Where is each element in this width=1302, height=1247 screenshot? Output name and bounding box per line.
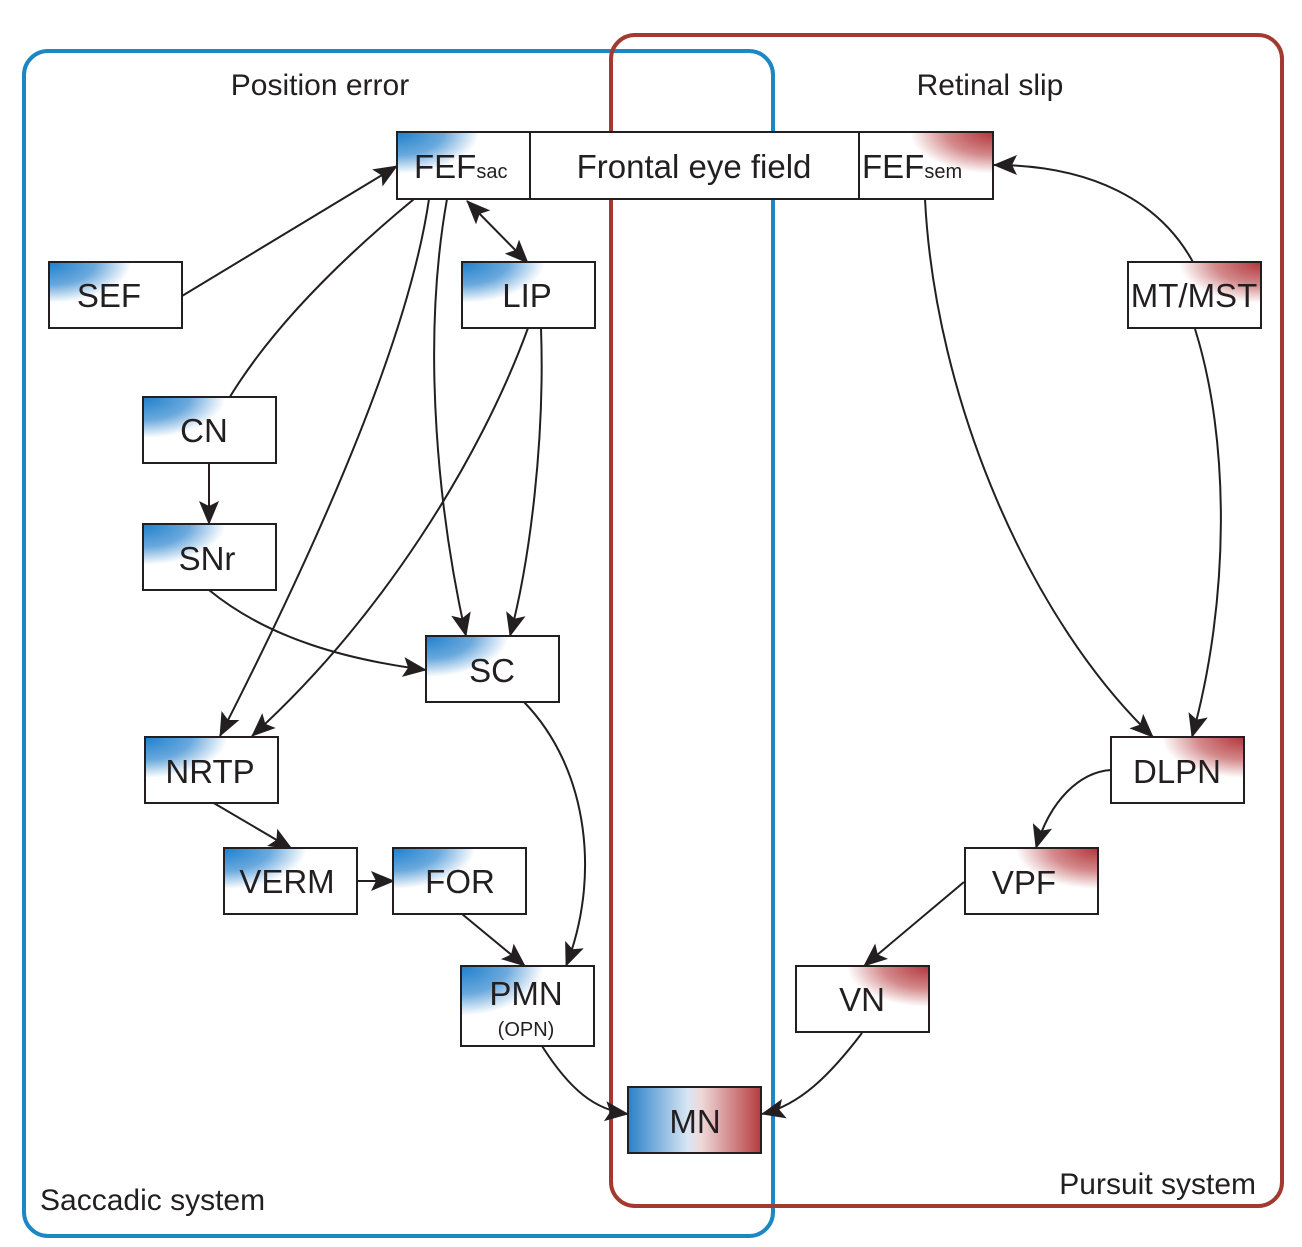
vpf-label: VPF [992, 864, 1056, 901]
node-cn[interactable]: CN [142, 396, 277, 464]
node-sef[interactable]: SEF [48, 261, 183, 329]
pursuit-system-label: Pursuit system [1059, 1168, 1256, 1201]
node-mtmst[interactable]: MT/MST [1127, 261, 1262, 329]
for-label: FOR [425, 863, 495, 900]
verm-label: VERM [239, 863, 334, 900]
mtmst-label: MT/MST [1131, 277, 1257, 314]
node-verm[interactable]: VERM [223, 847, 358, 915]
edge-fefsac-lip [466, 200, 529, 264]
edge-fefsac-to-sc [433, 198, 471, 637]
node-snr[interactable]: SNr [142, 523, 277, 591]
edge-dlpn-to-vpf [1032, 769, 1112, 849]
edge-vpf-to-vn [863, 881, 965, 967]
node-vn[interactable]: VN [795, 965, 930, 1033]
edge-fefsem-to-dlpn [924, 198, 1154, 738]
edge-mtmst-to-dlpn [1188, 328, 1222, 738]
cn-label: CN [180, 412, 228, 449]
frontal-eye-field-label: Frontal eye field [577, 148, 812, 185]
edge-sc-to-pmn [523, 701, 586, 967]
node-fefsem[interactable] [858, 131, 994, 200]
node-dlpn[interactable]: DLPN [1110, 736, 1245, 804]
edge-for-to-pmn [461, 913, 526, 967]
nrtp-label: NRTP [165, 753, 254, 790]
retinal-slip-label: Retinal slip [917, 69, 1064, 102]
node-sc[interactable]: SC [425, 635, 560, 703]
pursuit-system-region [609, 33, 1284, 1208]
mn-label: MN [669, 1103, 720, 1140]
snr-label: SNr [179, 540, 236, 577]
saccadic-system-label: Saccadic system [40, 1184, 265, 1217]
node-mn[interactable]: MN [627, 1086, 762, 1154]
node-for[interactable]: FOR [392, 847, 527, 915]
vn-label: VN [839, 981, 885, 1018]
edges [181, 155, 1222, 1122]
edge-lip-to-nrtp [251, 327, 529, 737]
frontal-eye-field-bar: FEFsac Frontal eye field FEFsem [396, 131, 994, 200]
node-fefsac[interactable] [396, 131, 531, 200]
edge-mtmst-to-fefsem [993, 155, 1195, 265]
node-lip[interactable]: LIP [461, 261, 596, 329]
edge-pmn-to-mn [541, 1045, 629, 1122]
pmn-sublabel: (OPN) [498, 1019, 555, 1041]
edge-vn-to-mn [761, 1032, 863, 1119]
pmn-label: PMN [489, 975, 562, 1012]
node-nrtp[interactable]: NRTP [144, 736, 279, 804]
fefsem-label: FEFsem [862, 148, 962, 185]
position-error-label: Position error [231, 69, 409, 102]
edge-snr-to-sc [208, 589, 427, 677]
fefsac-label: FEFsac [414, 148, 507, 185]
sc-label: SC [469, 652, 515, 689]
edge-sef-to-fefsac [181, 165, 398, 297]
dlpn-label: DLPN [1133, 753, 1221, 790]
edge-fefsac-to-nrtp [219, 198, 430, 737]
node-pmn[interactable]: PMN (OPN) [460, 965, 595, 1047]
lip-label: LIP [502, 277, 552, 314]
node-vpf[interactable]: VPF [964, 847, 1099, 915]
edge-fefsac-to-cn [225, 198, 415, 421]
saccadic-system-region [22, 49, 775, 1238]
edge-lip-to-sc [506, 327, 543, 637]
sef-label: SEF [77, 277, 141, 314]
edge-nrtp-to-verm [211, 801, 293, 850]
